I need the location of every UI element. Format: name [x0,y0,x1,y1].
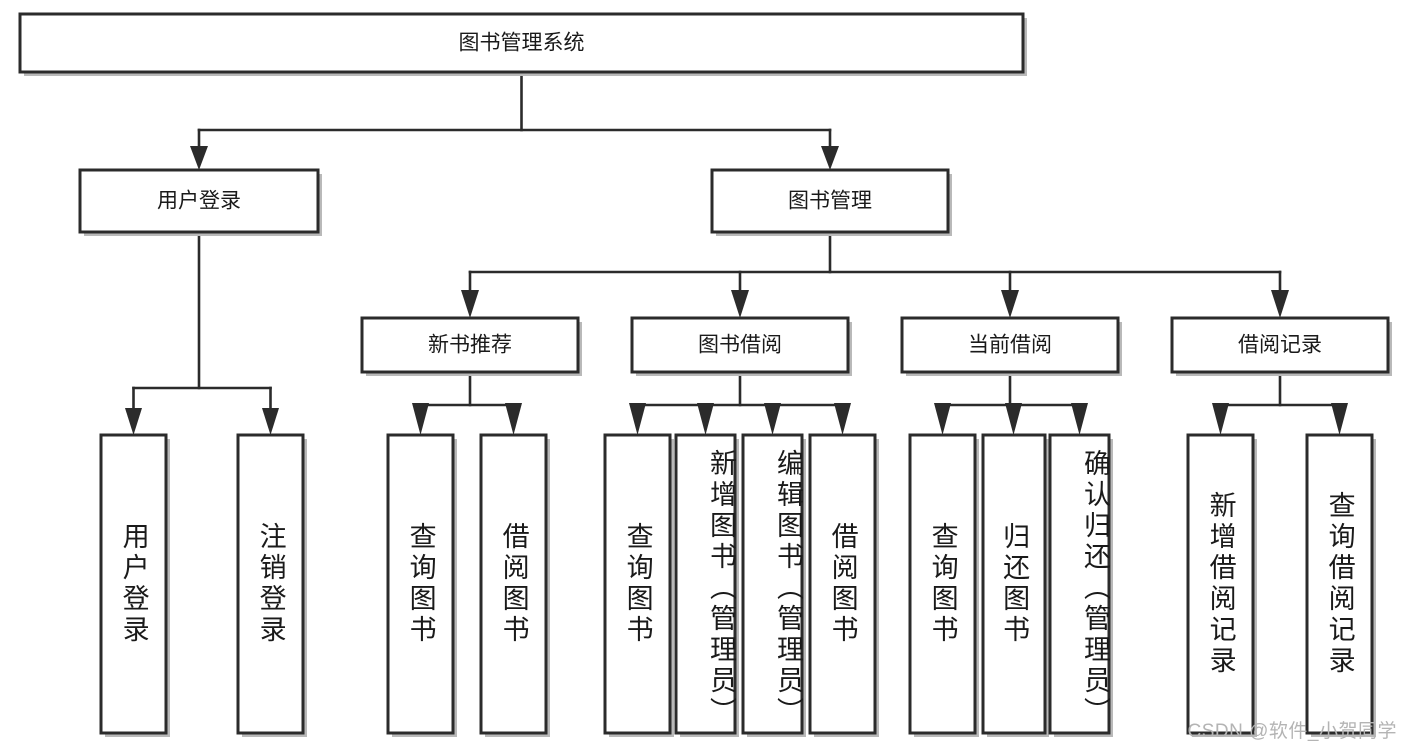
new-book-recommend-box [360,316,580,374]
book-borrow-box [630,316,850,374]
node-leaf-user-logout[interactable] [236,433,307,737]
node-leaf-confirm-return[interactable] [1048,433,1113,737]
arrowhead-leaf-query-book-1 [412,403,429,435]
node-leaf-edit-book[interactable] [741,433,806,737]
node-leaf-borrow-book-1[interactable] [479,433,550,737]
node-leaf-add-book[interactable] [674,433,739,737]
arrowhead-book-manage [821,146,839,170]
user-login-label: 用户登录 [157,190,241,213]
node-book-borrow[interactable]: 图书借阅 [630,316,852,376]
arrowhead-leaf-user-logout [262,408,279,435]
arrowhead-borrow-record [1271,290,1289,318]
arrowhead-leaf-confirm-return [1071,403,1088,435]
borrow-record-label: 借阅记录 [1238,334,1322,357]
node-leaf-query-book-2[interactable] [603,433,674,737]
book-borrow-label: 图书借阅 [698,334,782,357]
current-borrow-box [900,316,1120,374]
node-root[interactable]: 图书管理系统 [18,12,1027,76]
node-leaf-add-record[interactable] [1186,433,1257,737]
arrowhead-leaf-query-book-2 [629,403,646,435]
arrowhead-current-borrow [1001,290,1019,318]
node-leaf-return-book[interactable] [981,433,1049,737]
node-book-manage[interactable]: 图书管理 [710,168,952,236]
node-leaf-borrow-book-2[interactable] [808,433,879,737]
connectors [125,70,1348,435]
user-login-box [78,168,320,234]
node-user-login[interactable]: 用户登录 [78,168,322,236]
arrowhead-leaf-return-book [1005,403,1022,435]
arrowhead-book-borrow [731,290,749,318]
arrowhead-new-book-recommend [461,290,479,318]
book-manage-label: 图书管理 [788,190,872,213]
arrowhead-leaf-add-book [697,403,714,435]
arrowhead-leaf-borrow-book-2 [834,403,851,435]
node-leaf-query-book-1[interactable] [386,433,457,737]
node-borrow-record[interactable]: 借阅记录 [1170,316,1392,376]
arrowhead-user-login [190,146,208,170]
current-borrow-label: 当前借阅 [968,334,1052,357]
root-label: 图书管理系统 [459,32,585,55]
borrow-record-box [1170,316,1390,374]
arrowhead-leaf-query-book-3 [934,403,951,435]
node-leaf-query-record[interactable] [1305,433,1376,737]
arrowhead-leaf-edit-book [764,403,781,435]
arrowhead-leaf-borrow-book-1 [505,403,522,435]
watermark-text: CSDN @软件_小贺同学 [1187,721,1397,742]
new-book-recommend-label: 新书推荐 [428,334,512,357]
leaf-boxes [99,433,1376,737]
arrowhead-leaf-add-record [1212,403,1229,435]
node-current-borrow[interactable]: 当前借阅 [900,316,1122,376]
arrowhead-leaf-query-record [1331,403,1348,435]
arrowhead-leaf-user-login [125,408,142,435]
book-manage-box [710,168,950,234]
node-leaf-user-login[interactable] [99,433,170,737]
node-leaf-query-book-3[interactable] [908,433,979,737]
root-box [18,12,1025,74]
node-new-book-recommend[interactable]: 新书推荐 [360,316,582,376]
